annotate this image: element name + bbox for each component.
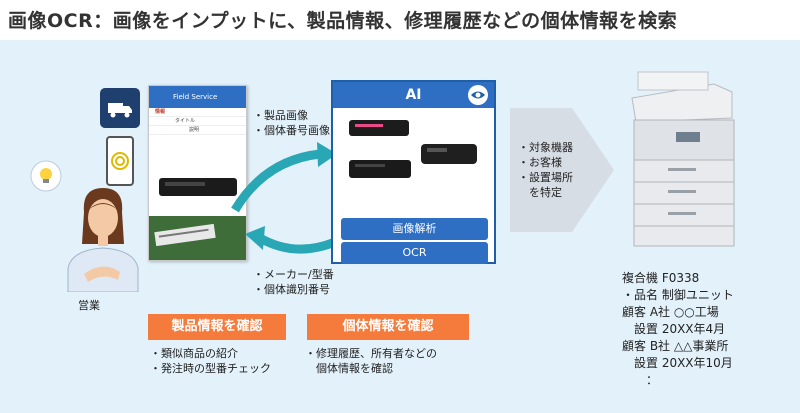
input-label: ・個体番号画像 <box>253 124 330 137</box>
page-title: 画像OCR：画像をインプットに、製品情報、修理履歴などの個体情報を検索 <box>8 10 678 32</box>
toner-photo <box>155 168 241 204</box>
flow-arrows <box>231 142 337 254</box>
machine-info-line: 設置 20XX年4月 <box>622 322 726 336</box>
target-item: ・対象機器 <box>518 141 573 154</box>
input-label: ・製品画像 <box>253 109 308 122</box>
app-header: Field Service <box>149 86 246 108</box>
output-arrow <box>257 234 337 254</box>
image-analysis-button: 画像解析 <box>341 218 488 240</box>
ai-box-header: AI <box>333 82 494 108</box>
individual-info-item: ・修理履歴、所有者などの <box>305 347 437 360</box>
eye-icon <box>468 85 488 105</box>
product-info-item: ・発注時の型番チェック <box>150 362 271 375</box>
field-service-app-screen: Field Service 情報 タイトル 説明 <box>148 85 247 261</box>
app-row: 説明 <box>149 126 246 135</box>
truck-icon <box>100 88 140 128</box>
machine-info-line: 設置 20XX年10月 <box>622 356 733 370</box>
individual-info-label: 個体情報を確認 <box>307 314 469 340</box>
output-label: ・個体識別番号 <box>253 283 330 296</box>
target-item: ・設置場所 <box>518 171 573 184</box>
individual-info-list: ・修理履歴、所有者などの 個体情報を確認 <box>305 346 437 376</box>
machine-info-line: 顧客 B社 △△事業所 <box>622 339 729 353</box>
machine-info-line: 複合機 F0338 <box>622 271 700 285</box>
machine-info-line: 顧客 A社 ○○工場 <box>622 305 719 319</box>
target-item: を特定 <box>518 186 562 199</box>
input-arrow <box>231 149 321 213</box>
lightbulb-icon <box>30 160 62 192</box>
product-info-item: ・類似商品の紹介 <box>150 347 238 360</box>
machine-info-line: ・品名 制御ユニット <box>622 288 734 302</box>
smartphone-icon <box>106 136 134 186</box>
product-info-list: ・類似商品の紹介 ・発注時の型番チェック <box>150 346 271 376</box>
input-label-list: ・製品画像 ・個体番号画像 <box>253 108 330 138</box>
target-list: ・対象機器 ・お客様 ・設置場所 を特定 <box>518 140 573 200</box>
output-label-list: ・メーカー/型番 ・個体識別番号 <box>253 267 334 297</box>
copier-illustration <box>614 58 744 248</box>
product-info-label: 製品情報を確認 <box>148 314 286 340</box>
individual-info-item: 個体情報を確認 <box>305 362 393 375</box>
ai-box-title: AI <box>405 87 422 103</box>
app-row: 情報 <box>149 108 246 117</box>
output-label: ・メーカー/型番 <box>253 268 334 281</box>
machine-info: 複合機 F0338 ・品名 制御ユニット 顧客 A社 ○○工場 設置 20XX年… <box>622 270 734 389</box>
input-arrowhead <box>317 142 337 167</box>
machine-info-line: ： <box>622 373 659 387</box>
output-arrowhead <box>245 226 265 250</box>
ai-box: AI 画像解析 OCR <box>331 80 496 264</box>
target-item: ・お客様 <box>518 156 562 169</box>
salesperson-illustration <box>58 182 148 293</box>
identify-arrow <box>510 108 614 232</box>
toner-cartridge-images <box>343 114 488 188</box>
serial-plate-photo <box>149 216 246 260</box>
person-label: 営業 <box>78 299 100 312</box>
ocr-button: OCR <box>341 242 488 264</box>
app-row: タイトル <box>149 117 246 126</box>
